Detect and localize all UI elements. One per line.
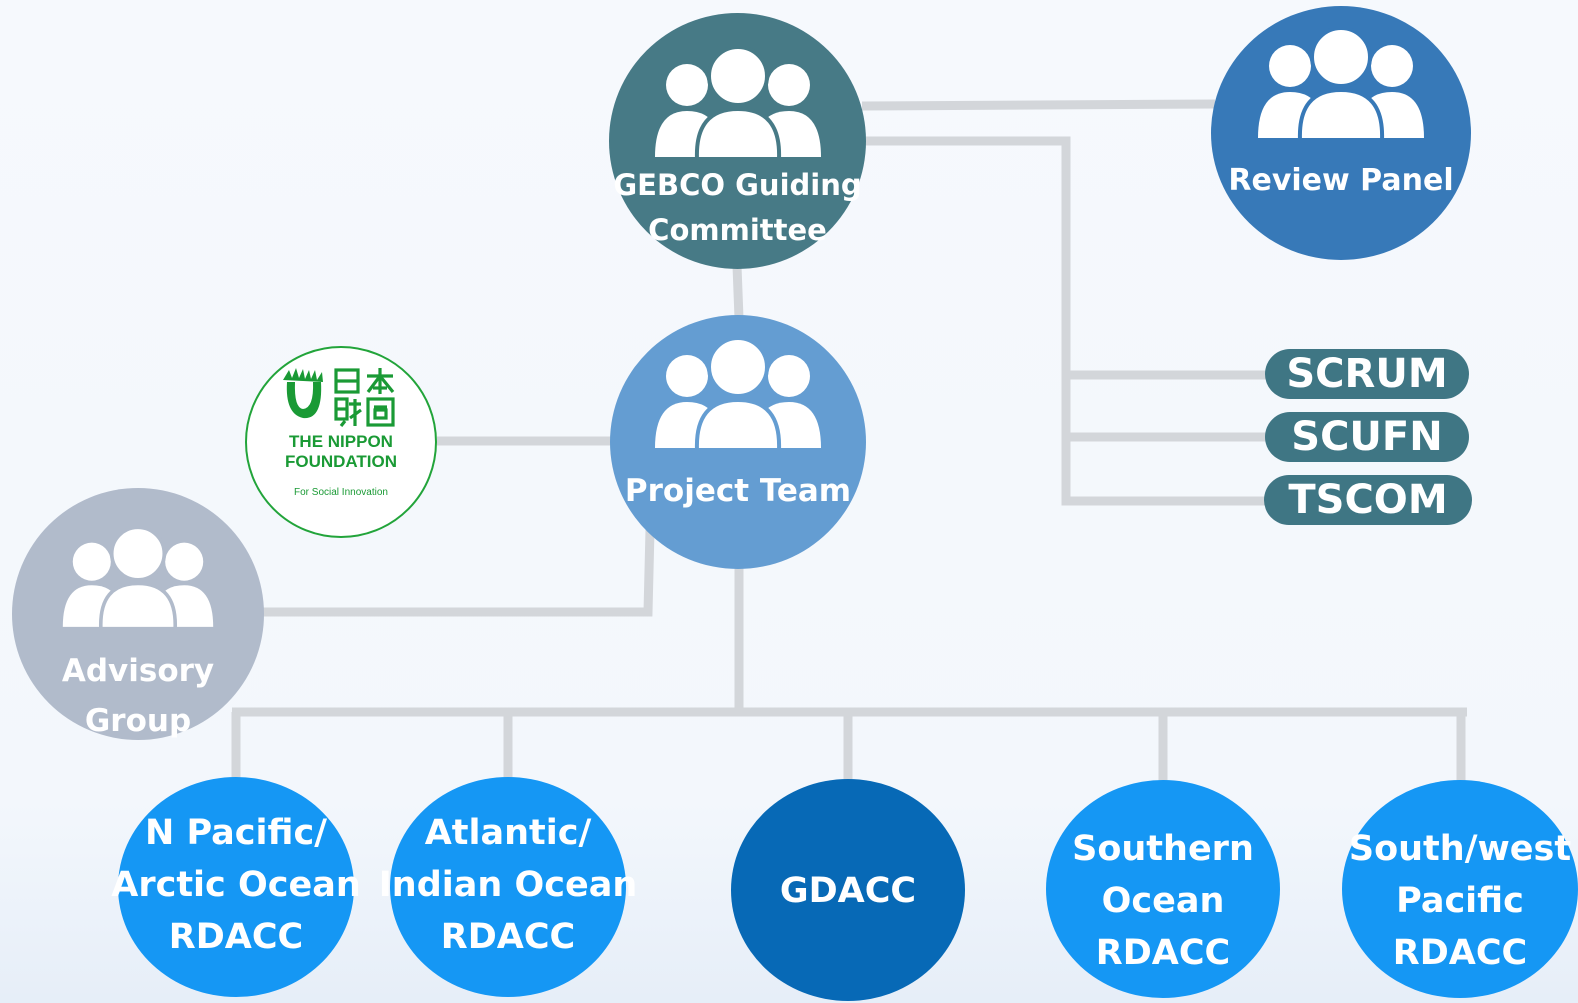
- gdacc-node[interactable]: GDACC: [731, 779, 965, 1001]
- group-icon: [1258, 28, 1424, 140]
- nippon-foundation-name: THE NIPPON FOUNDATION: [284, 432, 398, 471]
- scufn-pill[interactable]: SCUFN: [1265, 412, 1469, 462]
- southern-ocean-rdacc-node[interactable]: Southern Ocean RDACC: [1046, 780, 1280, 998]
- project-team-node[interactable]: Project Team: [610, 315, 866, 569]
- guiding-committee-label: GEBCO Guiding Committee: [613, 168, 862, 247]
- n-pacific-arctic-rdacc-label: N Pacific/ Arctic Ocean RDACC: [111, 813, 361, 957]
- connector-guiding-subcommittees: [862, 136, 1268, 506]
- group-icon: [62, 526, 214, 630]
- n-pacific-arctic-rdacc-node[interactable]: N Pacific/ Arctic Ocean RDACC: [111, 777, 361, 997]
- project-team-label: Project Team: [624, 473, 852, 509]
- southern-ocean-rdacc-label: Southern Ocean RDACC: [1072, 829, 1254, 973]
- advisory-group-label: Advisory Group: [61, 653, 215, 739]
- guiding-committee-node[interactable]: GEBCO Guiding Committee: [609, 13, 866, 269]
- group-icon: [654, 47, 821, 159]
- connector-guiding-review: [861, 99, 1216, 111]
- nippon-foundation-tagline: For Social Innovation: [294, 487, 388, 498]
- atlantic-indian-rdacc-node[interactable]: Atlantic/ Indian Ocean RDACC: [379, 777, 637, 997]
- southwest-pacific-rdacc-label: South/west Pacific RDACC: [1348, 829, 1572, 973]
- review-panel-label: Review Panel: [1228, 163, 1454, 198]
- nippon-foundation-logo: THE NIPPON FOUNDATION For Social Innovat…: [245, 346, 437, 538]
- connector-project-advisory: [262, 529, 655, 617]
- nippon-foundation-logo-icon: [283, 368, 395, 427]
- tscom-pill[interactable]: TSCOM: [1264, 475, 1472, 525]
- connector-guiding-project: [732, 265, 744, 319]
- southwest-pacific-rdacc-node[interactable]: South/west Pacific RDACC: [1342, 780, 1578, 998]
- advisory-group-node[interactable]: Advisory Group: [12, 488, 264, 740]
- scrum-pill[interactable]: SCRUM: [1265, 349, 1469, 399]
- review-panel-node[interactable]: Review Panel: [1211, 6, 1471, 260]
- group-icon: [655, 336, 821, 452]
- atlantic-indian-rdacc-label: Atlantic/ Indian Ocean RDACC: [378, 813, 638, 957]
- gdacc-label: GDACC: [779, 871, 917, 911]
